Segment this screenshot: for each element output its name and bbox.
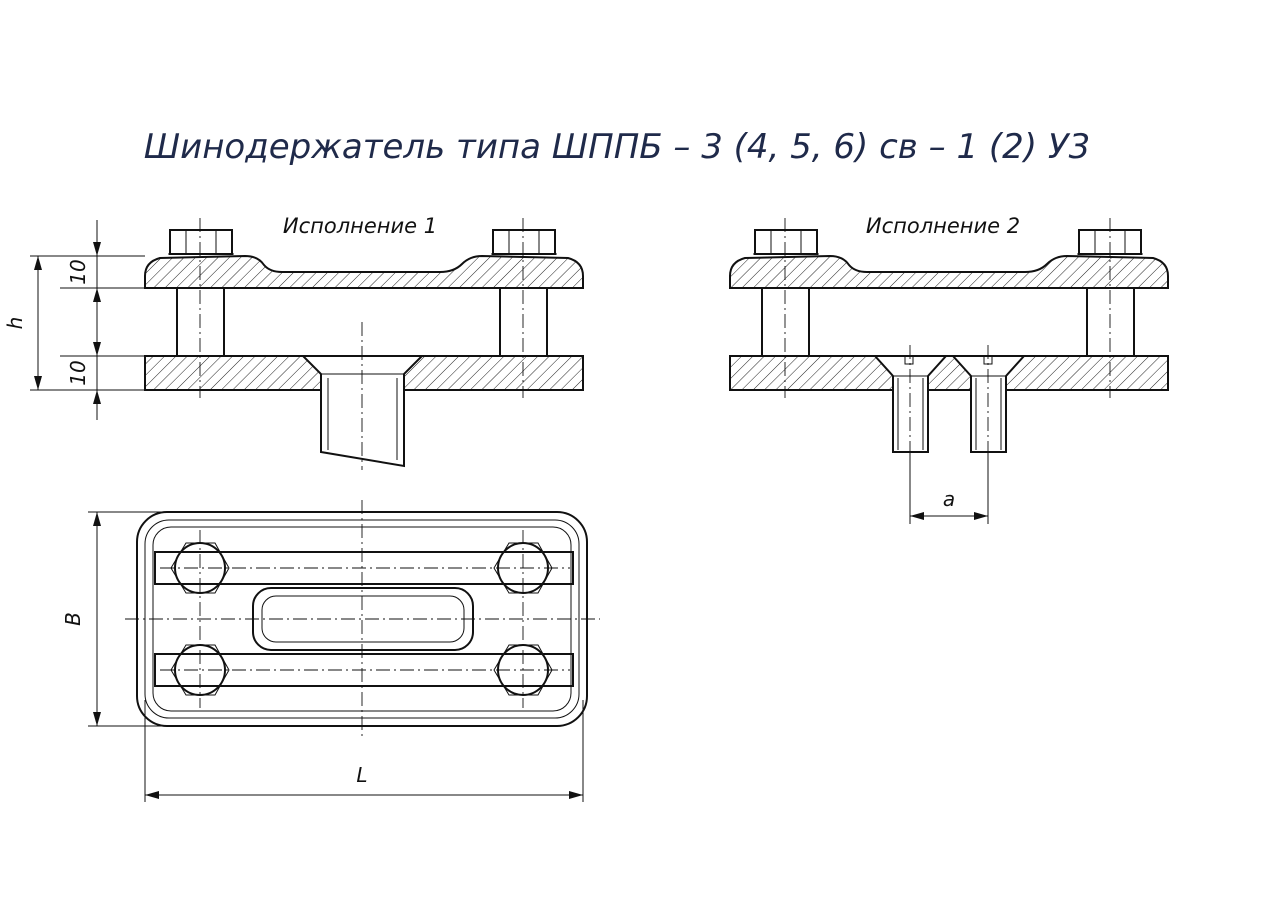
- dim-spacing: a: [943, 487, 955, 511]
- height-dimensions: 10 10 h: [3, 220, 145, 420]
- width-dimension: B: [61, 511, 165, 727]
- variant2-label: Исполнение 2: [866, 214, 1020, 238]
- right-standoff-2: [1086, 287, 1135, 357]
- variant2-view: Исполнение 2: [729, 214, 1169, 524]
- left-bolt-head-2: [753, 229, 819, 255]
- right-standoff: [499, 287, 548, 357]
- left-standoff: [176, 287, 225, 357]
- left-countersunk-screw: [872, 355, 949, 453]
- dim-bottom-thickness: 10: [66, 360, 90, 385]
- length-dimension: L: [144, 700, 584, 802]
- variant1-label: Исполнение 1: [283, 214, 437, 238]
- lower-clamp-bar: [154, 653, 574, 687]
- dim-top-thickness: 10: [66, 259, 90, 284]
- base-plate-2: [729, 355, 1169, 391]
- mounting-stem: [300, 355, 425, 468]
- left-bolt-head: [168, 229, 234, 255]
- left-standoff-2: [761, 287, 810, 357]
- right-bolt-head: [491, 229, 557, 255]
- drawing-title: Шинодержатель типа ШППБ – 3 (4, 5, 6) св…: [144, 127, 1090, 167]
- right-countersunk-screw: [950, 355, 1027, 453]
- dim-length: L: [356, 763, 367, 787]
- dim-height: h: [3, 317, 27, 330]
- top-clamp-plate-2: [729, 254, 1169, 289]
- spacing-dimension: a: [909, 452, 989, 524]
- variant1-view: Исполнение 1: [3, 214, 584, 470]
- plan-view: B L: [61, 500, 600, 802]
- upper-clamp-bar: [154, 551, 574, 585]
- dim-width: B: [61, 612, 85, 626]
- top-clamp-plate: [144, 254, 584, 289]
